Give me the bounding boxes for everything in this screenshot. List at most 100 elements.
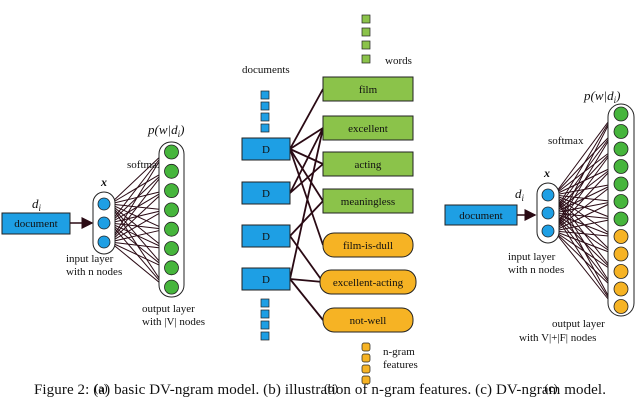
panel-a-output-node xyxy=(164,183,179,199)
panel-c-output-node-ngram xyxy=(613,299,629,314)
ngram-node-film-is-dull: film-is-dull xyxy=(322,232,414,258)
panel-a-connections xyxy=(109,151,166,288)
panel-c-connections xyxy=(553,113,615,307)
panel-c-edge xyxy=(553,218,615,232)
panel-a-doc-variable: di xyxy=(32,196,42,213)
doc-node: D xyxy=(241,267,291,291)
panel-b-edge xyxy=(289,278,324,283)
panel-a-output-node xyxy=(164,144,179,160)
svg-text:excellent-acting: excellent-acting xyxy=(333,277,404,289)
documents-legend-square xyxy=(260,331,270,341)
panel-a-edge xyxy=(109,241,166,249)
panel-a-output-node xyxy=(164,260,179,276)
panel-c-input-node xyxy=(541,224,555,238)
panel-c-edge xyxy=(553,131,615,232)
panel-b: words documents D D D D fil xyxy=(241,14,418,395)
panel-c-edge xyxy=(553,183,615,232)
words-legend-square xyxy=(361,54,371,64)
panel-c-edge xyxy=(553,230,615,255)
svg-text:acting: acting xyxy=(355,159,382,171)
word-node-excellent: excellent xyxy=(322,115,414,141)
panel-c-input-node xyxy=(541,188,555,202)
documents-legend-square xyxy=(260,112,270,122)
panel-c-output-node-word xyxy=(613,194,629,209)
ngram-legend-square xyxy=(361,364,371,374)
panel-a-output-caption: with |V| nodes xyxy=(142,316,205,328)
panel-b-edge xyxy=(289,200,324,237)
panel-c-output-node-word xyxy=(613,159,629,174)
panel-c-output-node-ngram xyxy=(613,246,629,262)
panel-a-probability-label: p(w|di) xyxy=(147,122,184,139)
documents-legend-square xyxy=(260,309,270,319)
panel-a-edge xyxy=(109,151,166,205)
ngram-legend-square xyxy=(361,375,371,385)
panel-a-edge xyxy=(109,241,166,269)
panel-c-edge xyxy=(553,230,615,237)
panel-b-edge xyxy=(289,148,324,246)
panel-a: di document x softmax p(w|di) input laye… xyxy=(1,122,205,395)
panel-c: di document x softmax p(w|di) input laye… xyxy=(444,88,635,395)
panel-a-input-caption: with n nodes xyxy=(66,266,122,278)
doc-node: D xyxy=(241,224,291,248)
panel-c-edge xyxy=(553,230,615,272)
panel-c-output-node-word xyxy=(613,124,629,139)
panel-a-output-node xyxy=(164,221,179,237)
panel-c-document-label: document xyxy=(459,210,502,222)
panel-c-label: (c) xyxy=(544,381,557,395)
panel-a-edge xyxy=(109,190,166,243)
panel-c-output-node-word xyxy=(613,211,629,227)
ngram-node-excellent-acting: excellent-acting xyxy=(319,269,417,295)
panel-b-connections xyxy=(289,88,324,321)
documents-legend-square xyxy=(260,123,270,133)
panel-c-edge xyxy=(553,113,615,196)
svg-text:not-well: not-well xyxy=(350,315,387,327)
svg-text:D: D xyxy=(262,188,270,200)
figure-caption: Figure 2: (a) basic DV-ngram model. (b) … xyxy=(33,382,607,398)
panel-a-label: (a) xyxy=(94,381,107,395)
svg-text:D: D xyxy=(262,274,270,286)
documents-legend-square xyxy=(260,320,270,330)
doc-node: D xyxy=(241,181,291,205)
panel-c-x-label: x xyxy=(543,166,550,180)
panel-a-output-node xyxy=(164,202,179,218)
svg-text:excellent: excellent xyxy=(348,123,388,135)
panel-c-output-caption: output layer xyxy=(552,318,605,330)
panel-a-input-caption: input layer xyxy=(66,253,114,265)
panel-c-edge xyxy=(553,230,615,290)
svg-text:D: D xyxy=(262,144,270,156)
ngram-legend-square xyxy=(361,342,371,352)
panel-a-output-layer xyxy=(158,141,185,298)
svg-text:film-is-dull: film-is-dull xyxy=(343,240,393,252)
panel-a-edge xyxy=(109,151,166,243)
panel-c-output-caption: with V|+|F| nodes xyxy=(519,332,596,344)
panel-c-edge xyxy=(553,201,615,232)
panel-c-edge xyxy=(553,166,615,232)
panel-c-edge xyxy=(553,113,615,214)
documents-legend-square xyxy=(260,90,270,100)
panel-a-input-node xyxy=(97,197,111,211)
panel-c-output-node-ngram xyxy=(613,281,629,297)
panel-a-edge xyxy=(109,170,166,243)
documents-legend-square xyxy=(260,101,270,111)
panel-a-output-caption: output layer xyxy=(142,303,195,315)
panel-c-probability-label: p(w|di) xyxy=(583,88,620,105)
documents-label: documents xyxy=(242,64,290,76)
panel-b-label: (b) xyxy=(324,381,338,395)
svg-text:meaningless: meaningless xyxy=(341,196,395,208)
doc-node: D xyxy=(241,137,291,161)
svg-text:D: D xyxy=(262,231,270,243)
word-node-film: film xyxy=(322,76,414,102)
panel-c-output-layer xyxy=(607,103,635,317)
panel-a-softmax-label: softmax xyxy=(127,159,163,171)
panel-b-edge xyxy=(289,127,324,150)
panel-c-edge xyxy=(553,230,615,307)
panel-c-output-node-word xyxy=(613,176,629,192)
ngram-label: n-gram xyxy=(383,346,415,358)
panel-a-x-label: x xyxy=(100,175,107,189)
ngram-node-not-well: not-well xyxy=(322,307,414,333)
word-node-acting: acting xyxy=(322,151,414,177)
panel-a-document-label: document xyxy=(14,218,57,230)
panel-c-output-node-word xyxy=(613,141,629,157)
word-node-meaningless: meaningless xyxy=(322,188,414,214)
